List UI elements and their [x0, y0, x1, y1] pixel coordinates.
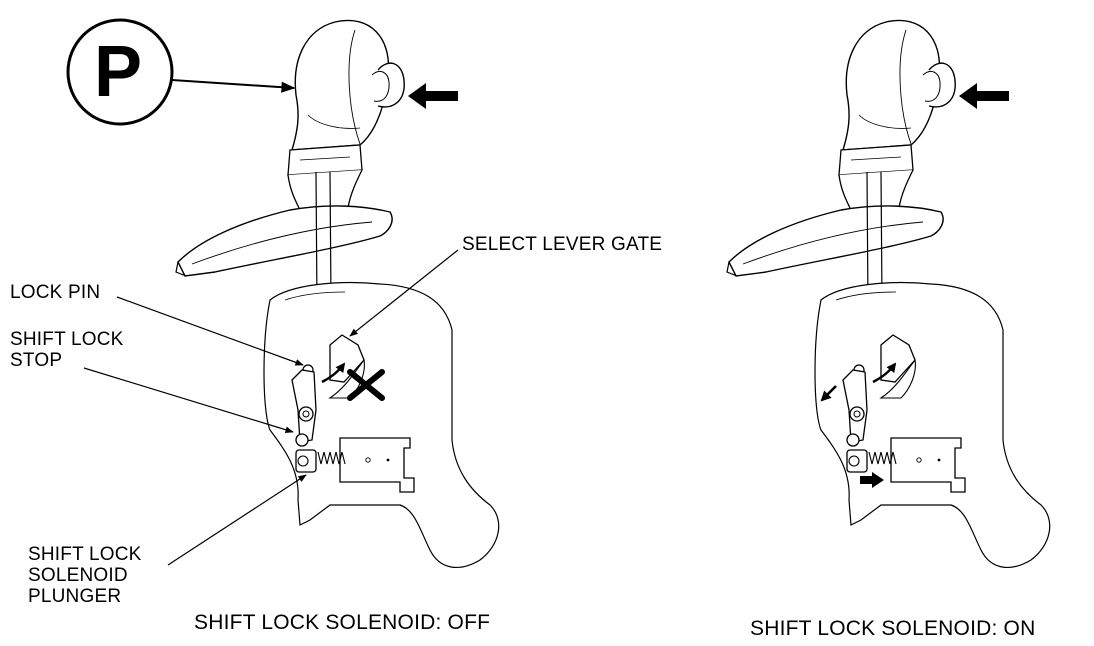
arrow-left-icon	[959, 83, 1009, 109]
caption-solenoid-on: SHIFT LOCK SOLENOID: ON	[750, 617, 1036, 640]
gate-motion-arrow	[872, 362, 897, 384]
lever-assembly-off	[175, 19, 500, 569]
arrow-down-left-icon	[820, 385, 837, 402]
lever-assembly-on	[726, 19, 1051, 569]
shift-lock-solenoid-plunger-label: SHIFT LOCK SOLENOID PLUNGER	[28, 544, 142, 607]
gate-motion-arrow	[321, 362, 346, 384]
shift-lock-stop-label: SHIFT LOCK STOP	[10, 329, 124, 371]
caption-solenoid-off: SHIFT LOCK SOLENOID: OFF	[194, 611, 491, 634]
plunger-leader	[167, 474, 307, 566]
x-mark-icon	[347, 369, 385, 401]
select-lever-gate-label: SELECT LEVER GATE	[462, 234, 663, 255]
park-indicator	[66, 18, 174, 126]
park-indicator-leader	[171, 79, 296, 93]
arrow-left-icon	[408, 83, 458, 109]
shift-lock-stop-leader	[83, 367, 294, 433]
park-symbol: P	[94, 32, 143, 112]
lock-pin-leader	[116, 296, 304, 366]
lock-pin-label: LOCK PIN	[10, 282, 101, 303]
select-lever-gate-leader	[349, 249, 459, 337]
arrow-right-icon	[860, 472, 884, 488]
